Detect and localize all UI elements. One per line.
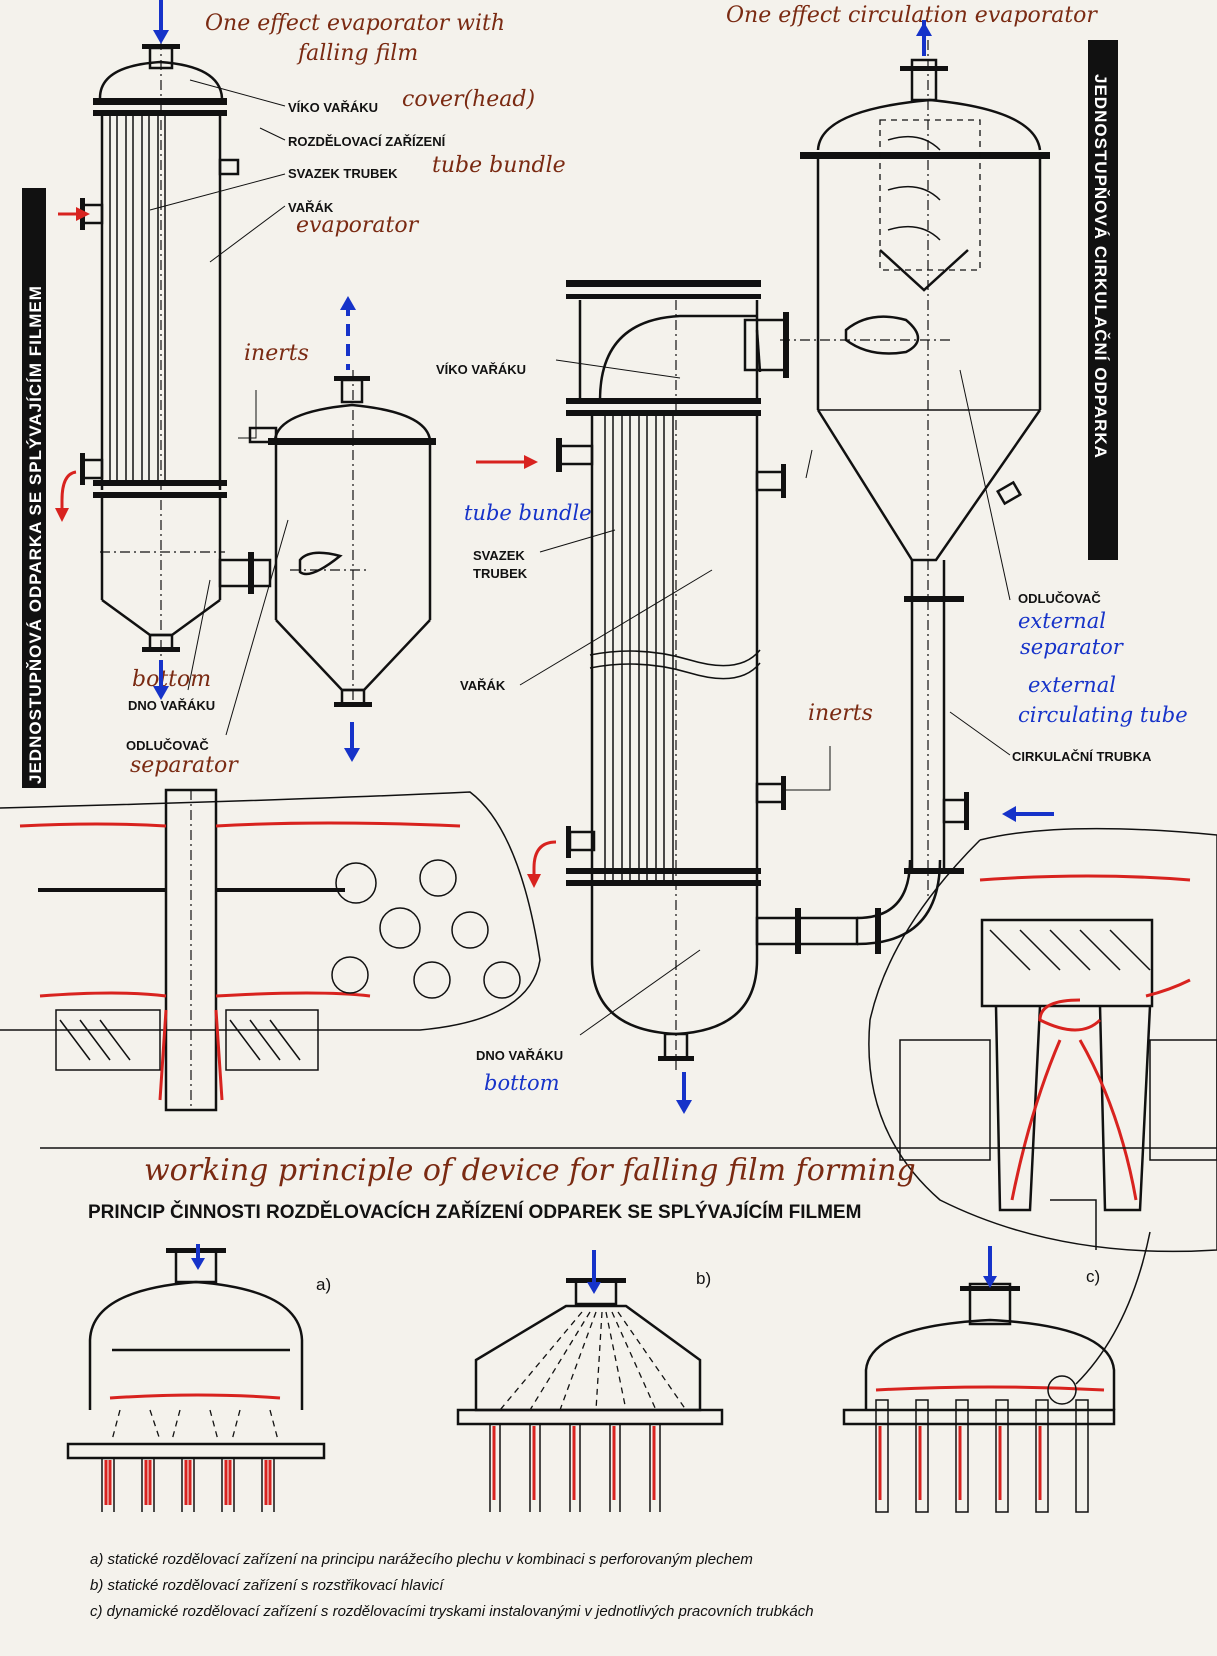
caption-b: b) statické rozdělovací zařízení s rozst…	[90, 1577, 445, 1594]
hw-left-title-line2: falling film	[296, 41, 418, 66]
hw-tube-bundle-left: tube bundle	[432, 153, 566, 178]
label-viko-varaku-left: VÍKO VAŘÁKU	[288, 100, 378, 115]
hw-inerts-mid: inerts	[808, 701, 873, 726]
label-dno-varaku-mid: DNO VAŘÁKU	[476, 1048, 563, 1063]
principle-c: c)	[842, 1231, 1151, 1513]
principle-a: a)	[66, 1244, 331, 1512]
label-svazek-line1: SVAZEK	[473, 548, 525, 563]
caption-c: c) dynamické rozdělovací zařízení s rozd…	[90, 1603, 814, 1620]
label-odlucovac-right: ODLUČOVAČ	[1018, 591, 1101, 606]
principle-b: b)	[456, 1250, 724, 1512]
hw-external-separator-2: separator	[1020, 635, 1125, 659]
label-viko-varaku-mid: VÍKO VAŘÁKU	[436, 362, 526, 377]
hw-right-title: One effect circulation evaporator	[726, 3, 1098, 28]
label-dno-varaku-left: DNO VAŘÁKU	[128, 698, 215, 713]
falling-film-evaporator	[80, 40, 272, 660]
principle-label-a: a)	[316, 1275, 331, 1294]
label-varak-mid: VAŘÁK	[460, 678, 506, 693]
hw-cover-head: cover(head)	[402, 87, 535, 112]
hw-inerts-left: inerts	[244, 341, 309, 366]
label-rozdelovaci-zarizeni: ROZDĚLOVACÍ ZAŘÍZENÍ	[288, 134, 446, 149]
hw-separator-left: separator	[130, 753, 239, 778]
hw-external-separator-1: external	[1018, 609, 1106, 633]
principle-label-b: b)	[696, 1269, 711, 1288]
label-cirkulacni-trubka: CIRKULAČNÍ TRUBKA	[1012, 749, 1152, 764]
label-svazek-line2: TRUBEK	[473, 566, 528, 581]
hw-working-principle: working principle of device for falling …	[144, 1153, 916, 1188]
principle-label-c: c)	[1086, 1267, 1100, 1286]
label-varak-left: VAŘÁK	[288, 200, 334, 215]
flow-arrows	[55, 0, 1054, 1114]
circulation-evaporator-body	[556, 280, 942, 1070]
hw-bottom-mid: bottom	[484, 1071, 560, 1095]
detail-sketch-right	[868, 827, 1217, 1253]
principle-title: PRINCIP ČINNOSTI ROZDĚLOVACÍCH ZAŘÍZENÍ …	[88, 1201, 861, 1223]
circulation-separator-right	[780, 40, 1050, 900]
right-side-band	[1088, 40, 1118, 560]
hw-external-circ-2: circulating tube	[1018, 703, 1188, 727]
hw-bottom-left: bottom	[132, 667, 211, 692]
separator-vessel-left	[248, 370, 436, 710]
detail-sketch-left	[0, 788, 541, 1112]
left-side-band	[22, 188, 46, 788]
label-odlucovac-left: ODLUČOVAČ	[126, 738, 209, 753]
right-side-band-text: JEDNOSTUPŇOVÁ CIRKULAČNÍ ODPARKA	[1091, 74, 1110, 459]
hw-external-circ-1: external	[1028, 673, 1116, 697]
hw-evaporator: evaporator	[296, 213, 420, 238]
caption-a: a) statické rozdělovací zařízení na prin…	[90, 1551, 753, 1568]
label-svazek-trubek-left: SVAZEK TRUBEK	[288, 166, 398, 181]
leader-lines	[149, 79, 1011, 1036]
hw-left-title-line1: One effect evaporator with	[205, 11, 505, 36]
hw-tube-bundle-mid: tube bundle	[464, 501, 592, 525]
left-side-band-text: JEDNOSTUPŇOVÁ ODPARKA SE SPLÝVAJÍCÍM FIL…	[26, 285, 45, 784]
